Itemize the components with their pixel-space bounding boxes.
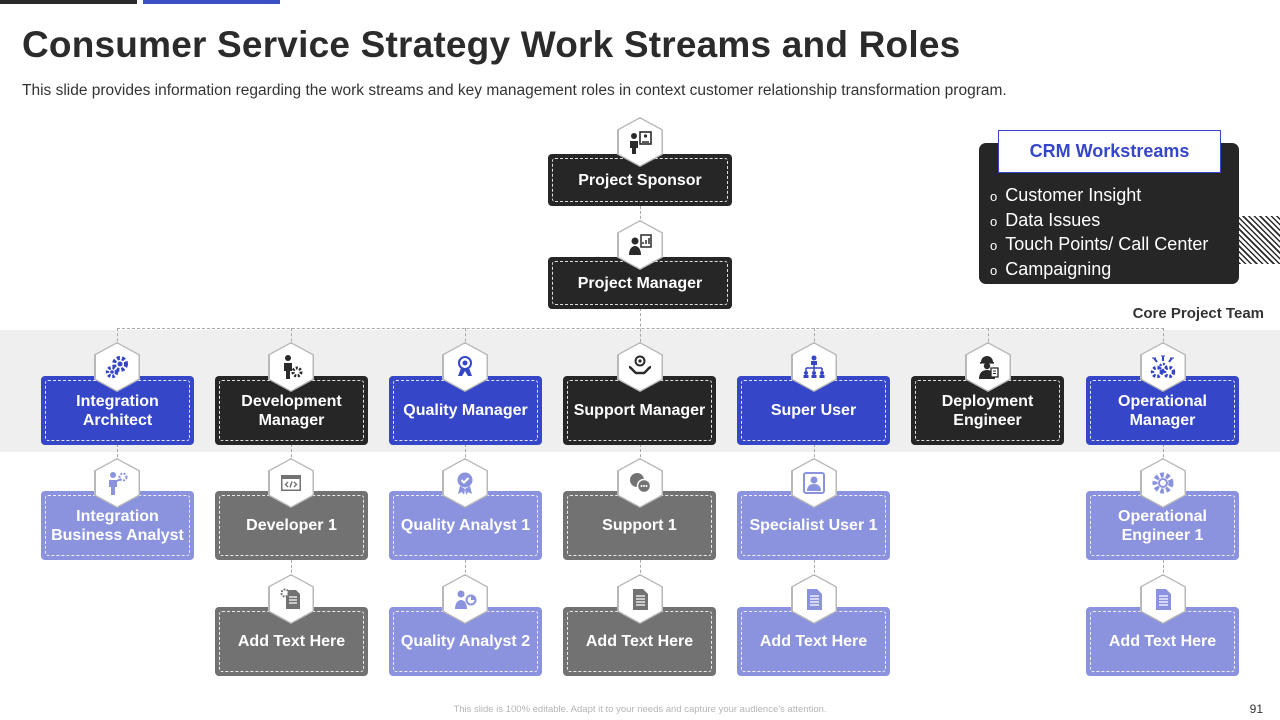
development-manager-box: Development Manager [215,376,368,445]
decorative-hatch [1239,216,1280,264]
chat-bubbles-icon [617,458,663,508]
slide-title: Consumer Service Strategy Work Streams a… [22,24,961,65]
core-team-label: Core Project Team [1132,305,1264,322]
quality-medal-icon [442,342,488,392]
developer-1-box: Developer 1 [215,491,368,560]
analyst-icon [94,458,140,508]
presenter-icon [617,117,663,167]
slide-subtitle: This slide provides information regardin… [22,82,1007,99]
person-gear-icon [268,342,314,392]
user-profile-icon [791,458,837,508]
page-number: 91 [1249,702,1263,716]
gears-icon [94,342,140,392]
engineer-icon [965,342,1011,392]
integration-business-analyst-box: Integration Business Analyst [41,491,194,560]
specialist-user-1-box: Specialist User 1 [737,491,890,560]
team-hierarchy-icon [791,342,837,392]
connector [117,328,1164,329]
manager-chart-icon [617,220,663,270]
footer-note: This slide is 100% editable. Adapt it to… [453,704,827,715]
hands-support-icon [617,342,663,392]
crm-workstreams-heading: CRM Workstreams [998,130,1221,173]
gear-cog-icon [1140,458,1186,508]
check-badge-icon [442,458,488,508]
top-accent-dark [0,0,137,4]
code-window-icon [268,458,314,508]
top-accent-blue [143,0,280,4]
